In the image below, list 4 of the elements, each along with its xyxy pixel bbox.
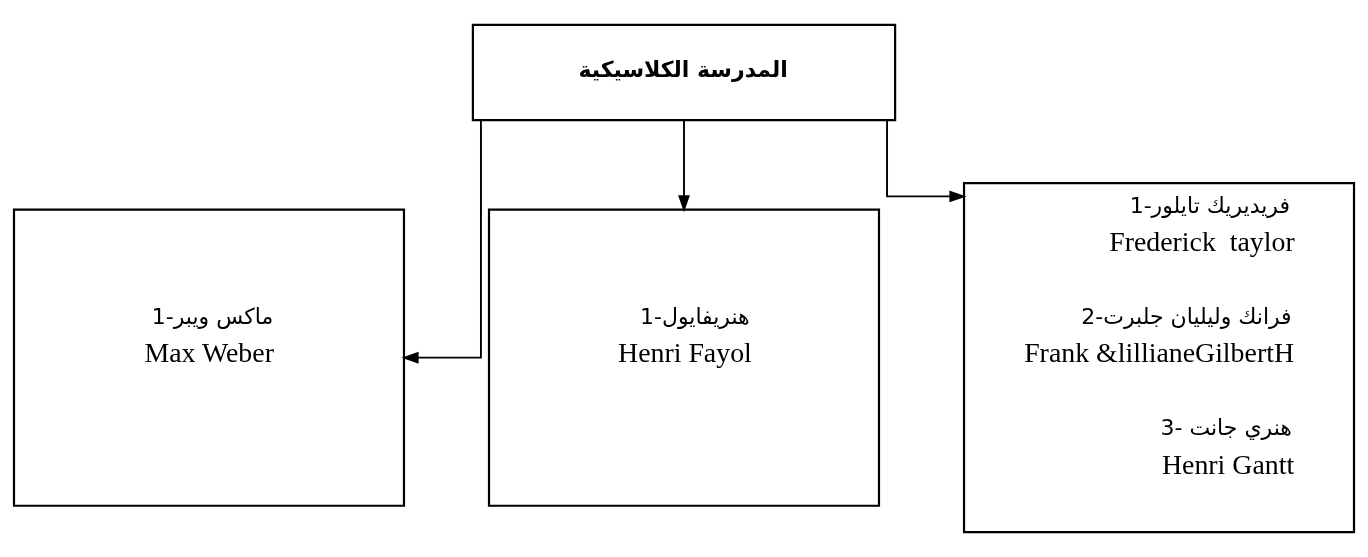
arrow <box>401 119 482 364</box>
arrow <box>678 119 690 213</box>
arrow <box>886 119 967 203</box>
node-box: المدرسة الكلاسيكية <box>471 23 897 122</box>
